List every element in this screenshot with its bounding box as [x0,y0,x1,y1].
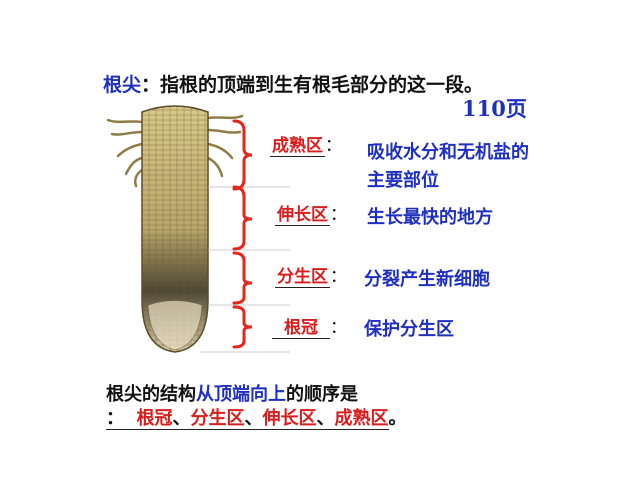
heading-colon: ： [141,74,161,96]
zone-desc: 保护分生区 [364,319,454,340]
root-hairs [106,114,244,188]
zone-label: 伸长区 [275,205,330,226]
root-tip-illustration [106,105,290,353]
order-item: 根冠 [136,408,173,430]
zone-elongation: 伸长区： [275,205,347,226]
zone-brackets [232,119,253,349]
heading-term: 根尖 [103,74,142,96]
zone-label: 根冠 [272,318,330,339]
bracket-elongation-zone [232,185,253,251]
zone-desc: 生长最快的地方 [367,207,493,228]
page-reference: 110页 [462,96,527,121]
zone-label: 成熟区 [270,136,325,157]
bracket-root-cap [232,305,253,349]
order-item: 成熟区 [334,408,389,430]
order-item: 分生区 [190,408,245,430]
summary-highlight: 从顶端向上 [196,384,286,405]
zone-desc: 吸收水分和无机盐的 [367,142,529,163]
zone-meristem: 分生区： [275,267,347,288]
heading-definition: 指根的顶端到生有根毛部分的这一段。 [160,74,484,96]
bracket-maturation-zone [232,119,253,191]
zone-label: 分生区 [275,267,330,288]
zone-desc-line2: 主要部位 [367,170,439,191]
bracket-meristem-zone [232,251,253,305]
zone-maturation: 成熟区： [270,136,342,157]
zone-root-cap: 根冠： [272,313,347,339]
order-item: 伸长区 [262,408,317,430]
heading: 根尖：指根的顶端到生有根毛部分的这一段。 [103,70,483,97]
summary-line-1: 根尖的结构从顶端向上的顺序是 [106,384,358,405]
summary-line-2: ： 根冠、分生区、伸长区、成熟区。 [106,408,407,430]
zone-desc: 分裂产生新细胞 [364,269,490,290]
